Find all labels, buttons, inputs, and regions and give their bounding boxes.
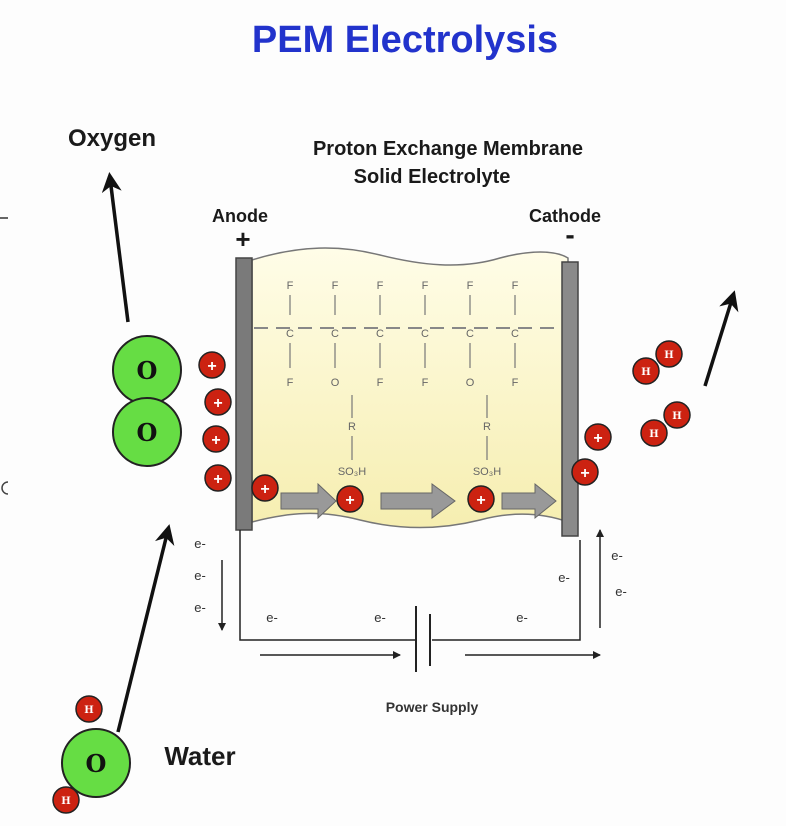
oxygen-atom xyxy=(112,397,182,467)
electrons: e-e-e-e-e-e-e-e-e- xyxy=(194,536,627,625)
fluorine-label: F xyxy=(287,280,294,292)
water-arrow xyxy=(116,524,175,733)
fluorine-label: F xyxy=(512,377,519,389)
oxygen-atom-label: O xyxy=(137,356,158,385)
hydrogen-atom-label: H xyxy=(641,367,650,378)
edge-mark xyxy=(1,481,9,495)
proton xyxy=(467,485,495,513)
hydrogen-atom xyxy=(632,357,660,385)
proton-label: + xyxy=(476,492,485,509)
power-supply-label: Power Supply xyxy=(386,699,479,715)
water-label: Water xyxy=(164,741,235,771)
hydrogen-atom-label: H xyxy=(664,350,673,361)
electron-label: e- xyxy=(374,610,386,625)
sulfonic-acid-label: SO₃H xyxy=(473,466,501,478)
fluorine-label: F xyxy=(422,377,429,389)
hydrogen-arrow xyxy=(703,290,739,387)
carbon-label: C xyxy=(376,328,384,340)
oxygen-molecule: O O xyxy=(112,335,182,467)
hydrogen-molecules: H H H H xyxy=(632,340,691,447)
membrane-label-line1: Proton Exchange Membrane xyxy=(313,138,583,160)
proton xyxy=(204,464,232,492)
electron-label: e- xyxy=(558,570,570,585)
electron-label: e- xyxy=(194,600,206,615)
anode-label: Anode xyxy=(212,206,268,226)
electron-label: e- xyxy=(266,610,278,625)
oxygen-atom xyxy=(61,728,131,798)
proton xyxy=(251,474,279,502)
hydrogen-atom xyxy=(655,340,683,368)
fluorine-label: F xyxy=(512,280,519,292)
fluorine-label: F xyxy=(467,280,474,292)
electron-label: e- xyxy=(194,536,206,551)
oxygen-arrow xyxy=(101,172,130,323)
gray-arrow xyxy=(280,482,337,520)
carbon-label: C xyxy=(331,328,339,340)
external-circuit xyxy=(218,529,604,672)
carbon-label: C xyxy=(421,328,429,340)
electron-label: e- xyxy=(194,568,206,583)
fluorine-label: F xyxy=(332,280,339,292)
water-molecule: H O H xyxy=(52,695,131,814)
proton-label: + xyxy=(213,395,222,412)
sulfonic-acid-label: SO₃H xyxy=(338,466,366,478)
proton-label: + xyxy=(580,465,589,482)
proton xyxy=(204,388,232,416)
cathode-electrode xyxy=(561,261,579,537)
proton xyxy=(571,458,599,486)
hydrogen-atom-label: H xyxy=(649,429,658,440)
fluorine-label: F xyxy=(422,280,429,292)
oxygen-label: O xyxy=(331,377,340,389)
cathode-sign: - xyxy=(565,219,574,250)
gray-arrow xyxy=(380,483,456,519)
electron-label: e- xyxy=(516,610,528,625)
circuit-wire-right xyxy=(432,540,581,641)
fluorine-label: F xyxy=(377,377,384,389)
proton xyxy=(584,423,612,451)
oxygen-label: O xyxy=(466,377,475,389)
side-group-label: R xyxy=(483,421,491,433)
diagram-title: PEM Electrolysis xyxy=(252,19,558,61)
proton xyxy=(198,351,226,379)
fluorine-label: F xyxy=(377,280,384,292)
hydrogen-atom-label: H xyxy=(84,705,93,716)
proton-label: + xyxy=(211,432,220,449)
membrane-label-line2: Solid Electrolyte xyxy=(354,166,511,188)
electron-label: e- xyxy=(611,548,623,563)
gray-arrow xyxy=(501,482,557,520)
polymer-chain: F C F F C O F C F F C F F C O F C F R SO₃H R SO₃H xyxy=(286,280,519,478)
proton-label: + xyxy=(213,471,222,488)
fluorine-label: F xyxy=(287,377,294,389)
carbon-label: C xyxy=(466,328,474,340)
circuit-wire-left xyxy=(239,530,415,641)
carbon-label: C xyxy=(286,328,294,340)
hydrogen-atom xyxy=(75,695,103,723)
oxygen-atom-label: O xyxy=(86,749,107,778)
protons: + + + + + + + + + xyxy=(198,351,612,513)
hydrogen-atom-label: H xyxy=(672,411,681,422)
cathode-label: Cathode xyxy=(529,206,601,226)
proton-label: + xyxy=(260,481,269,498)
anode-electrode xyxy=(235,257,253,531)
proton-label: + xyxy=(345,492,354,509)
hydrogen-atom-label: H xyxy=(61,796,70,807)
proton-flow-arrows xyxy=(280,482,557,520)
proton-label: + xyxy=(207,358,216,375)
hydrogen-atom xyxy=(663,401,691,429)
hydrogen-atom xyxy=(52,786,80,814)
carbon-label: C xyxy=(511,328,519,340)
proton-label: + xyxy=(593,430,602,447)
side-group-label: R xyxy=(348,421,356,433)
proton xyxy=(202,425,230,453)
proton xyxy=(336,485,364,513)
hydrogen-atom xyxy=(640,419,668,447)
oxygen-atom-label: O xyxy=(137,418,158,447)
oxygen-label: Oxygen xyxy=(68,125,156,152)
membrane xyxy=(251,247,569,529)
electron-label: e- xyxy=(615,584,627,599)
anode-sign: + xyxy=(235,224,250,254)
